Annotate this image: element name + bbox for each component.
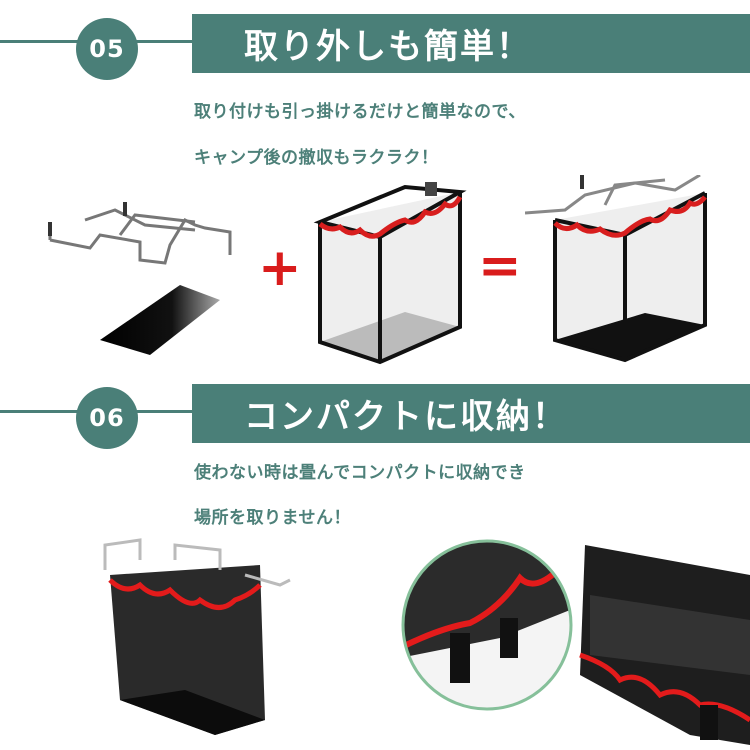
plus-operator: + bbox=[258, 238, 302, 298]
section5-desc-line2: キャンプ後の撤収もラクラク！ bbox=[194, 148, 439, 168]
section5-number-badge: 05 bbox=[76, 18, 138, 80]
section6-desc-line2: 場所を取りません！ bbox=[194, 508, 351, 528]
section5-line-right bbox=[136, 40, 196, 43]
section6-title-bar: コンパクトに収納！ bbox=[192, 384, 750, 443]
assembled-rack-image bbox=[525, 175, 707, 363]
section5-title-bar: 取り外しも簡単！ bbox=[192, 14, 750, 73]
section6-line-left bbox=[0, 410, 80, 413]
assembled-mesh-rack-photo bbox=[103, 538, 291, 735]
section6-desc-line1: 使わない時は畳んでコンパクトに収納でき bbox=[194, 463, 526, 483]
section6-line-right bbox=[136, 410, 196, 413]
section6-number-badge: 06 bbox=[76, 387, 138, 449]
folded-mesh-closeup-photo bbox=[401, 539, 573, 711]
base-plate-image bbox=[100, 285, 220, 355]
equals-operator: = bbox=[478, 236, 522, 296]
mesh-bag-image bbox=[313, 182, 467, 365]
section5-line-left bbox=[0, 40, 80, 43]
folded-mesh-flat-photo bbox=[579, 545, 750, 745]
wire-frame-image bbox=[48, 202, 232, 265]
section5-desc-line1: 取り付けも引っ掛けるだけと簡単なので、 bbox=[194, 102, 526, 122]
